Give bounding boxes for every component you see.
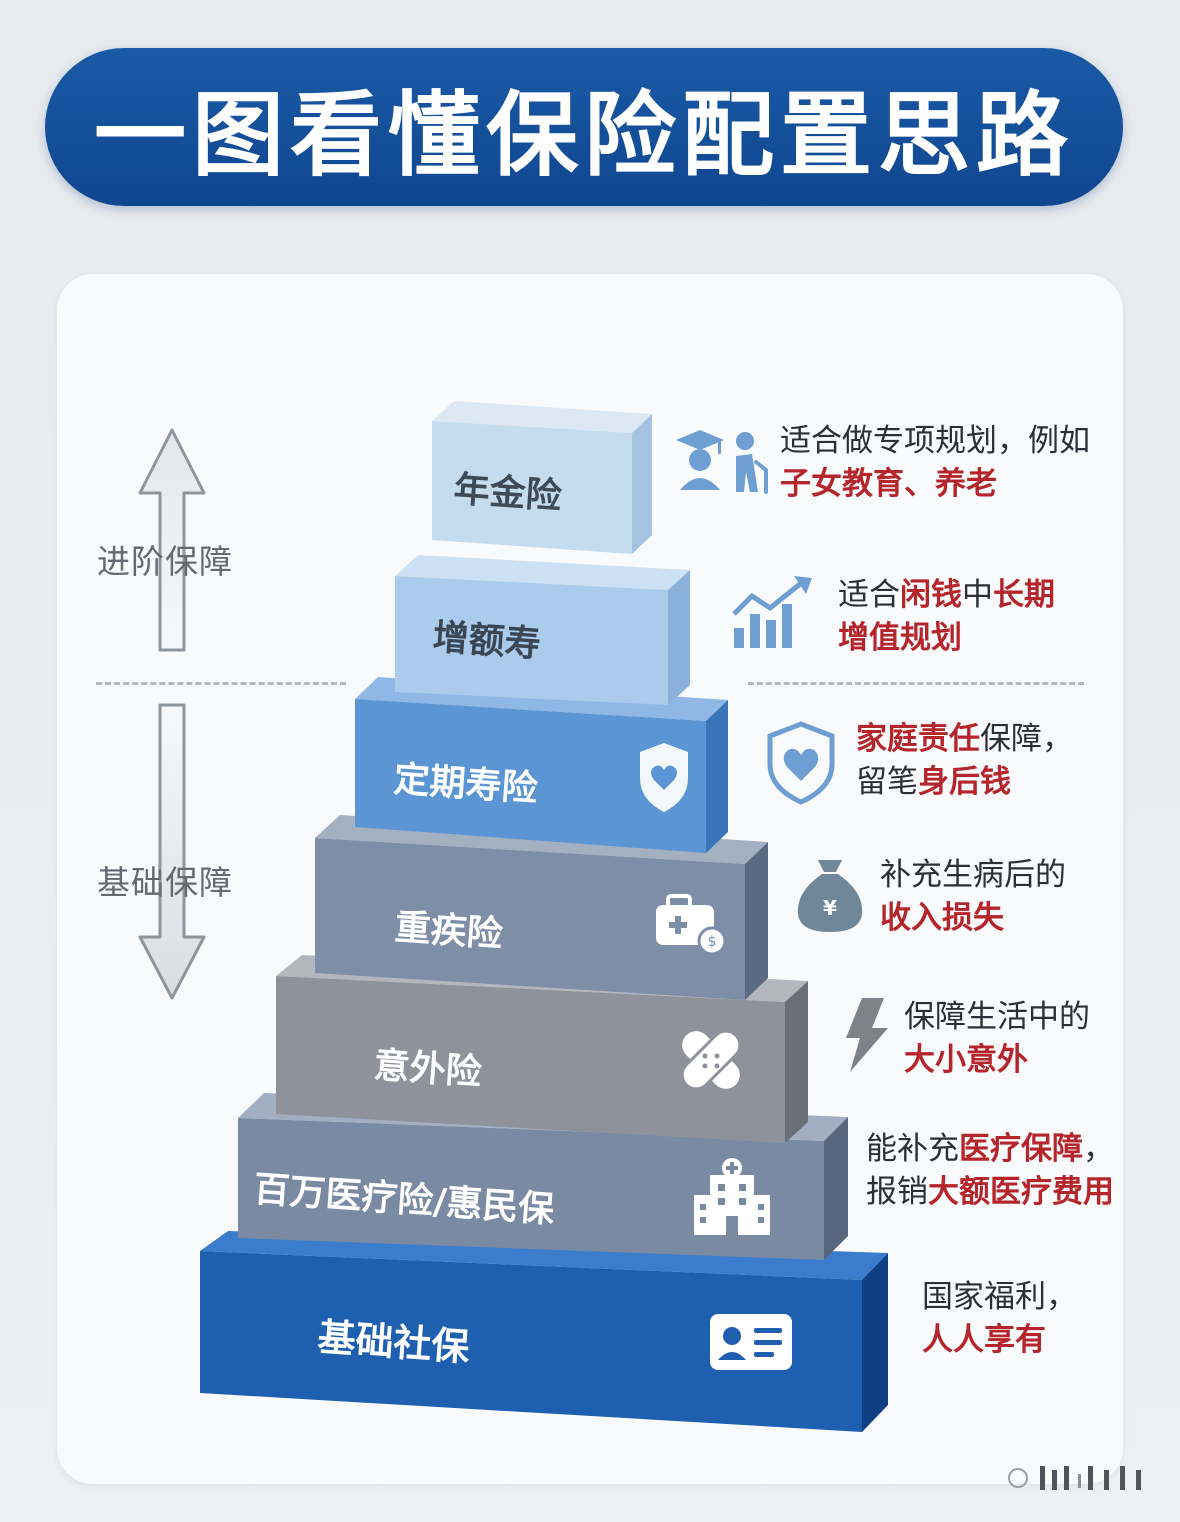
desc-line: 大小意外 (904, 1039, 1090, 1082)
divider-left (96, 682, 346, 685)
money-bag-icon: ¥ (797, 860, 863, 932)
desc-highlight: 大小意外 (904, 1042, 1028, 1078)
tier-desc-yiwai: 保障生活中的大小意外 (904, 996, 1090, 1082)
tier-desc-dingqi: 家庭责任保障，留笔身后钱 (856, 718, 1073, 804)
desc-line: 增值规划 (838, 617, 1055, 660)
page-title: 一图看懂保险配置思路 (93, 81, 1074, 189)
desc-line: 收入损失 (880, 897, 1066, 940)
desc-line: 家庭责任保障， (856, 718, 1073, 761)
desc-highlight: 家庭责任 (856, 721, 980, 757)
bandage-on-block-icon (680, 1029, 742, 1091)
desc-text: 中 (962, 577, 993, 613)
tier-label-dingqi: 定期寿险 (392, 759, 539, 810)
shield-heart-on-block-icon (640, 743, 688, 812)
desc-text: 国家福利， (922, 1279, 1077, 1315)
growth-chart-icon (732, 576, 812, 648)
basic-coverage-label: 基础保障 (97, 863, 233, 902)
desc-text: 报销 (866, 1174, 928, 1210)
shield-heart-icon (767, 721, 835, 805)
footer-decoration (1008, 1466, 1141, 1490)
up-arrow-icon (138, 428, 206, 652)
desc-text: 适合做专项规划，例如 (780, 423, 1090, 459)
desc-highlight: 人人享有 (922, 1322, 1046, 1358)
desc-text: 保障， (980, 721, 1073, 757)
desc-text: 适合 (838, 577, 900, 613)
tier-desc-nianjin: 适合做专项规划，例如子女教育、养老 (780, 420, 1090, 506)
tier-desc-zenge: 适合闲钱中长期增值规划 (838, 574, 1055, 660)
desc-line: 子女教育、养老 (780, 463, 1090, 506)
desc-highlight: 收入损失 (880, 900, 1004, 936)
desc-highlight: 子女教育、养老 (780, 466, 997, 502)
desc-line: 报销大额医疗费用 (866, 1171, 1114, 1214)
tier-desc-zhongji: 补充生病后的收入损失 (880, 854, 1066, 940)
id-card-on-block-icon (710, 1314, 792, 1370)
lightning-icon (846, 998, 888, 1072)
tier-label-zenge: 增额寿 (431, 617, 542, 666)
title-banner: 一图看懂保险配置思路 (45, 48, 1123, 206)
desc-highlight: 医疗保障 (959, 1131, 1083, 1167)
desc-highlight: 身后钱 (918, 764, 1011, 800)
tier-label-yiwai: 意外险 (372, 1045, 483, 1094)
desc-text: ， (1083, 1131, 1114, 1167)
tier-block-shebao (200, 1231, 888, 1432)
tier-label-zhongji: 重疾险 (393, 907, 504, 956)
tier-label-shebao: 基础社保 (316, 1315, 471, 1370)
medical-kit-on-block-icon: $ (656, 894, 727, 956)
tier-desc-shebao: 国家福利， 人人享有 (922, 1276, 1077, 1362)
desc-highlight: 闲钱 (900, 577, 962, 613)
divider-right (748, 682, 1084, 685)
desc-highlight: 长期 (993, 577, 1055, 613)
desc-line: 人人享有 (922, 1319, 1077, 1362)
desc-text: 留笔 (856, 764, 918, 800)
desc-text: 补充生病后的 (880, 857, 1066, 893)
desc-text: 保障生活中的 (904, 999, 1090, 1035)
tier-label-nianjin: 年金险 (452, 469, 563, 518)
desc-text: 能补充 (866, 1131, 959, 1167)
desc-line: 补充生病后的 (880, 854, 1066, 897)
down-arrow-icon (138, 703, 206, 1000)
tier-block-zenge (395, 555, 690, 705)
tier-desc-yiliao: 能补充医疗保障，报销大额医疗费用 (866, 1128, 1114, 1214)
desc-line: 留笔身后钱 (856, 761, 1073, 804)
hospital-on-block-icon (694, 1158, 770, 1235)
desc-highlight: 增值规划 (838, 620, 962, 656)
desc-highlight: 大额医疗费用 (928, 1174, 1114, 1210)
desc-line: 保障生活中的 (904, 996, 1090, 1039)
desc-line: 适合闲钱中长期 (838, 574, 1055, 617)
desc-line: 国家福利， (922, 1276, 1077, 1319)
tier-block-nianjin (432, 401, 652, 554)
svg-text:¥: ¥ (823, 896, 837, 920)
svg-text:$: $ (708, 934, 717, 950)
graduate-elder-icon (676, 430, 768, 494)
desc-line: 适合做专项规划，例如 (780, 420, 1090, 463)
desc-line: 能补充医疗保障， (866, 1128, 1114, 1171)
advanced-coverage-label: 进阶保障 (97, 542, 233, 581)
